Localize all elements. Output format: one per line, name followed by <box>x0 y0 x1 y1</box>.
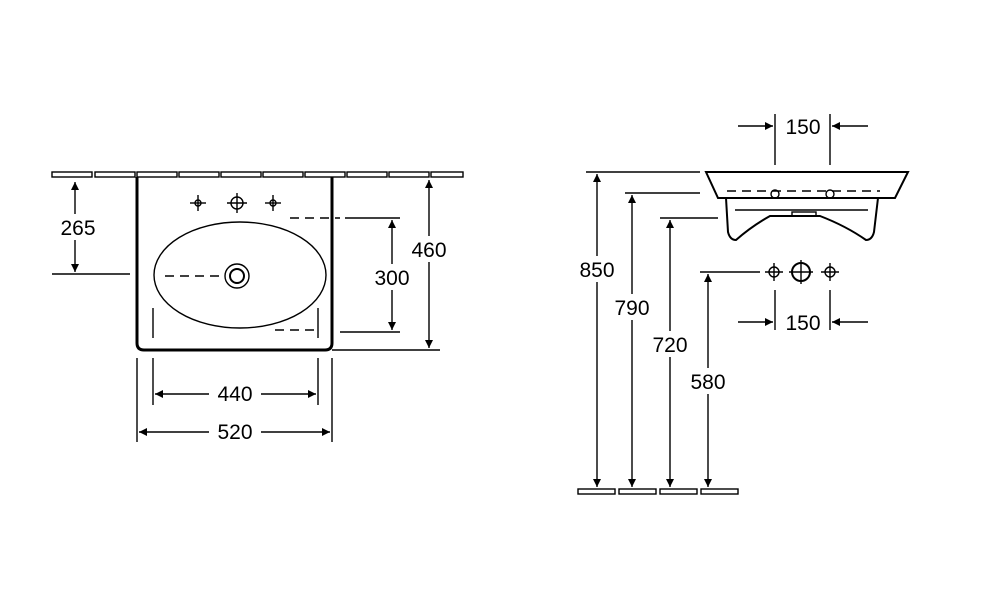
dimension-790: 790 <box>614 297 649 320</box>
dimension-580: 580 <box>690 371 725 394</box>
basin-profile <box>704 171 910 199</box>
tap-hole-left-icon <box>190 195 206 211</box>
tap-hole-icon <box>770 189 780 199</box>
dimension-265: 265 <box>60 217 95 240</box>
connection-icon <box>789 260 813 284</box>
basin-bowl <box>153 221 327 329</box>
connection-icon <box>821 263 839 281</box>
basin-body <box>725 197 879 242</box>
front-view: 265 460 300 440 520 <box>51 171 464 445</box>
dimension-440: 440 <box>217 383 252 406</box>
basin-outline <box>135 177 334 352</box>
dimension-520: 520 <box>217 421 252 444</box>
side-view: 150 150 850 790 720 <box>572 114 910 495</box>
dimension-850: 850 <box>579 259 614 282</box>
tap-hole-icon <box>227 193 247 213</box>
connection-icon <box>765 263 783 281</box>
tap-hole-right-icon <box>265 195 281 211</box>
dimension-150-top: 150 <box>785 116 820 139</box>
dimension-720: 720 <box>652 334 687 357</box>
floor-line <box>577 488 739 495</box>
drain-icon <box>224 263 250 289</box>
wall-line <box>51 171 464 178</box>
dimension-300: 300 <box>374 267 409 290</box>
dimension-460: 460 <box>411 239 446 262</box>
tap-hole-icon <box>825 189 835 199</box>
dimension-150-bottom: 150 <box>785 312 820 335</box>
